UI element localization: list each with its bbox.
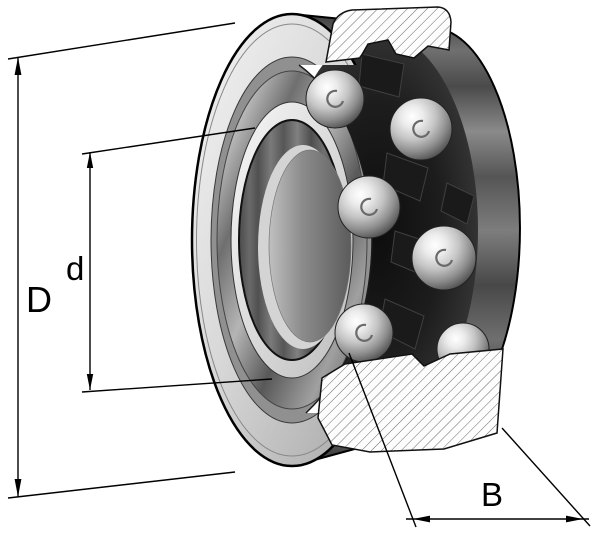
dimension-bore-diameter: [81, 127, 273, 393]
dimension-outer-diameter: [7, 22, 236, 499]
bearing-front-face: [190, 12, 394, 468]
dim-label-bore-diameter: d: [66, 250, 84, 287]
ball: [305, 69, 365, 129]
arrowhead-left: [413, 515, 430, 523]
arrowhead-down: [14, 479, 22, 497]
extension-line: [7, 471, 236, 499]
extension-line: [81, 378, 273, 393]
extension-line: [501, 427, 591, 527]
ball: [337, 175, 401, 239]
arrowhead-up: [86, 152, 94, 168]
arrowhead-right: [566, 515, 583, 523]
dim-label-width: B: [481, 476, 503, 513]
ball: [389, 97, 453, 161]
ball: [334, 303, 394, 363]
extension-line: [7, 22, 236, 60]
bore-far-opening: [268, 149, 352, 343]
arrowhead-down: [86, 374, 94, 390]
cage-fragment: [440, 182, 475, 225]
extension-line: [348, 352, 417, 528]
ball-rows: [305, 69, 490, 376]
arrowhead-up: [14, 57, 22, 75]
extension-line: [81, 127, 256, 155]
ball: [411, 225, 477, 291]
dimension-width: [348, 352, 591, 528]
dim-label-outer-diameter: D: [26, 279, 52, 320]
cage-fragment: [358, 53, 405, 98]
section-cut-top: [325, 6, 452, 63]
section-cut-bottom: [317, 348, 504, 453]
